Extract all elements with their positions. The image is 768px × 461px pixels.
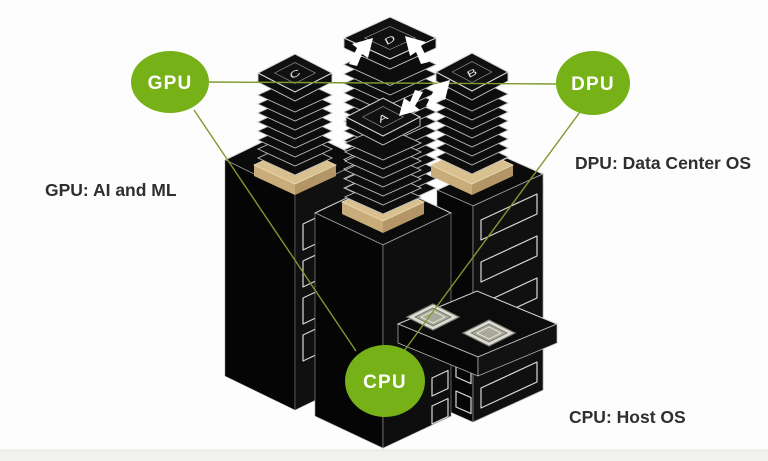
cpu-node: CPU (345, 345, 425, 417)
gpu-node-label: GPU (148, 73, 193, 94)
dpu-annotation: DPU: Data Center OS (575, 153, 751, 173)
heatsink-base-left (431, 165, 472, 195)
chip-etch (476, 326, 502, 340)
heatsink-cap-ridge (273, 62, 317, 84)
vent-slot (431, 397, 449, 425)
cpu-chip-tray (396, 290, 559, 377)
heatsink-base-right (472, 165, 513, 195)
heatsink-cap-top (434, 52, 510, 92)
vent-slot (431, 369, 449, 397)
connector-gpu-cpu (193, 109, 357, 352)
chip-die (414, 307, 452, 327)
heatsink-cap-ridge (451, 61, 493, 83)
tower-label-b: B (465, 66, 479, 80)
server-tower-b (435, 157, 545, 423)
heatsink-base-right (295, 165, 336, 195)
heatsink-cap-ridge (361, 106, 405, 128)
cpu-chip (405, 303, 461, 331)
vent-slot (455, 390, 472, 415)
cpu-node-circle (345, 345, 425, 417)
connector-gpu-dpu (208, 81, 557, 85)
up-arrow-icon (349, 38, 373, 66)
heatsink-base-right (383, 202, 424, 233)
dpu-node-circle (556, 51, 630, 115)
down-arrow-icon (399, 90, 423, 116)
heatsink-base-left (254, 165, 295, 195)
cpu-chip (461, 319, 517, 347)
gpu-node: GPU (131, 51, 209, 113)
dpu-node-label: DPU (571, 74, 615, 95)
tower-a-vents (431, 369, 449, 425)
heatsink-stack-b (430, 52, 514, 195)
vent-slot (480, 361, 538, 409)
gpu-annotation: GPU: AI and ML (45, 180, 177, 200)
tray-front-right-face (477, 323, 558, 377)
heatsink-cap-ridge (363, 26, 417, 50)
vent-slot (480, 193, 538, 241)
tower-c-left-face (224, 159, 296, 411)
up-arrow-icon (405, 36, 429, 64)
tower-label-c: C (288, 67, 302, 81)
connector-dpu-cpu (403, 111, 581, 352)
bottom-letterbox (0, 450, 768, 461)
tower-label-d: D (383, 33, 397, 47)
chip-etch (420, 310, 446, 324)
gpu-node-circle (131, 51, 209, 113)
heatsink-stack-a (341, 97, 425, 233)
cpu-node-label: CPU (363, 372, 407, 393)
dpu-node: DPU (556, 51, 630, 115)
heatsink-base-left (342, 202, 383, 233)
chip-die (470, 323, 508, 343)
cpu-annotation: CPU: Host OS (569, 407, 686, 427)
vent-slot (480, 235, 538, 283)
up-arrow-icon (426, 80, 450, 108)
